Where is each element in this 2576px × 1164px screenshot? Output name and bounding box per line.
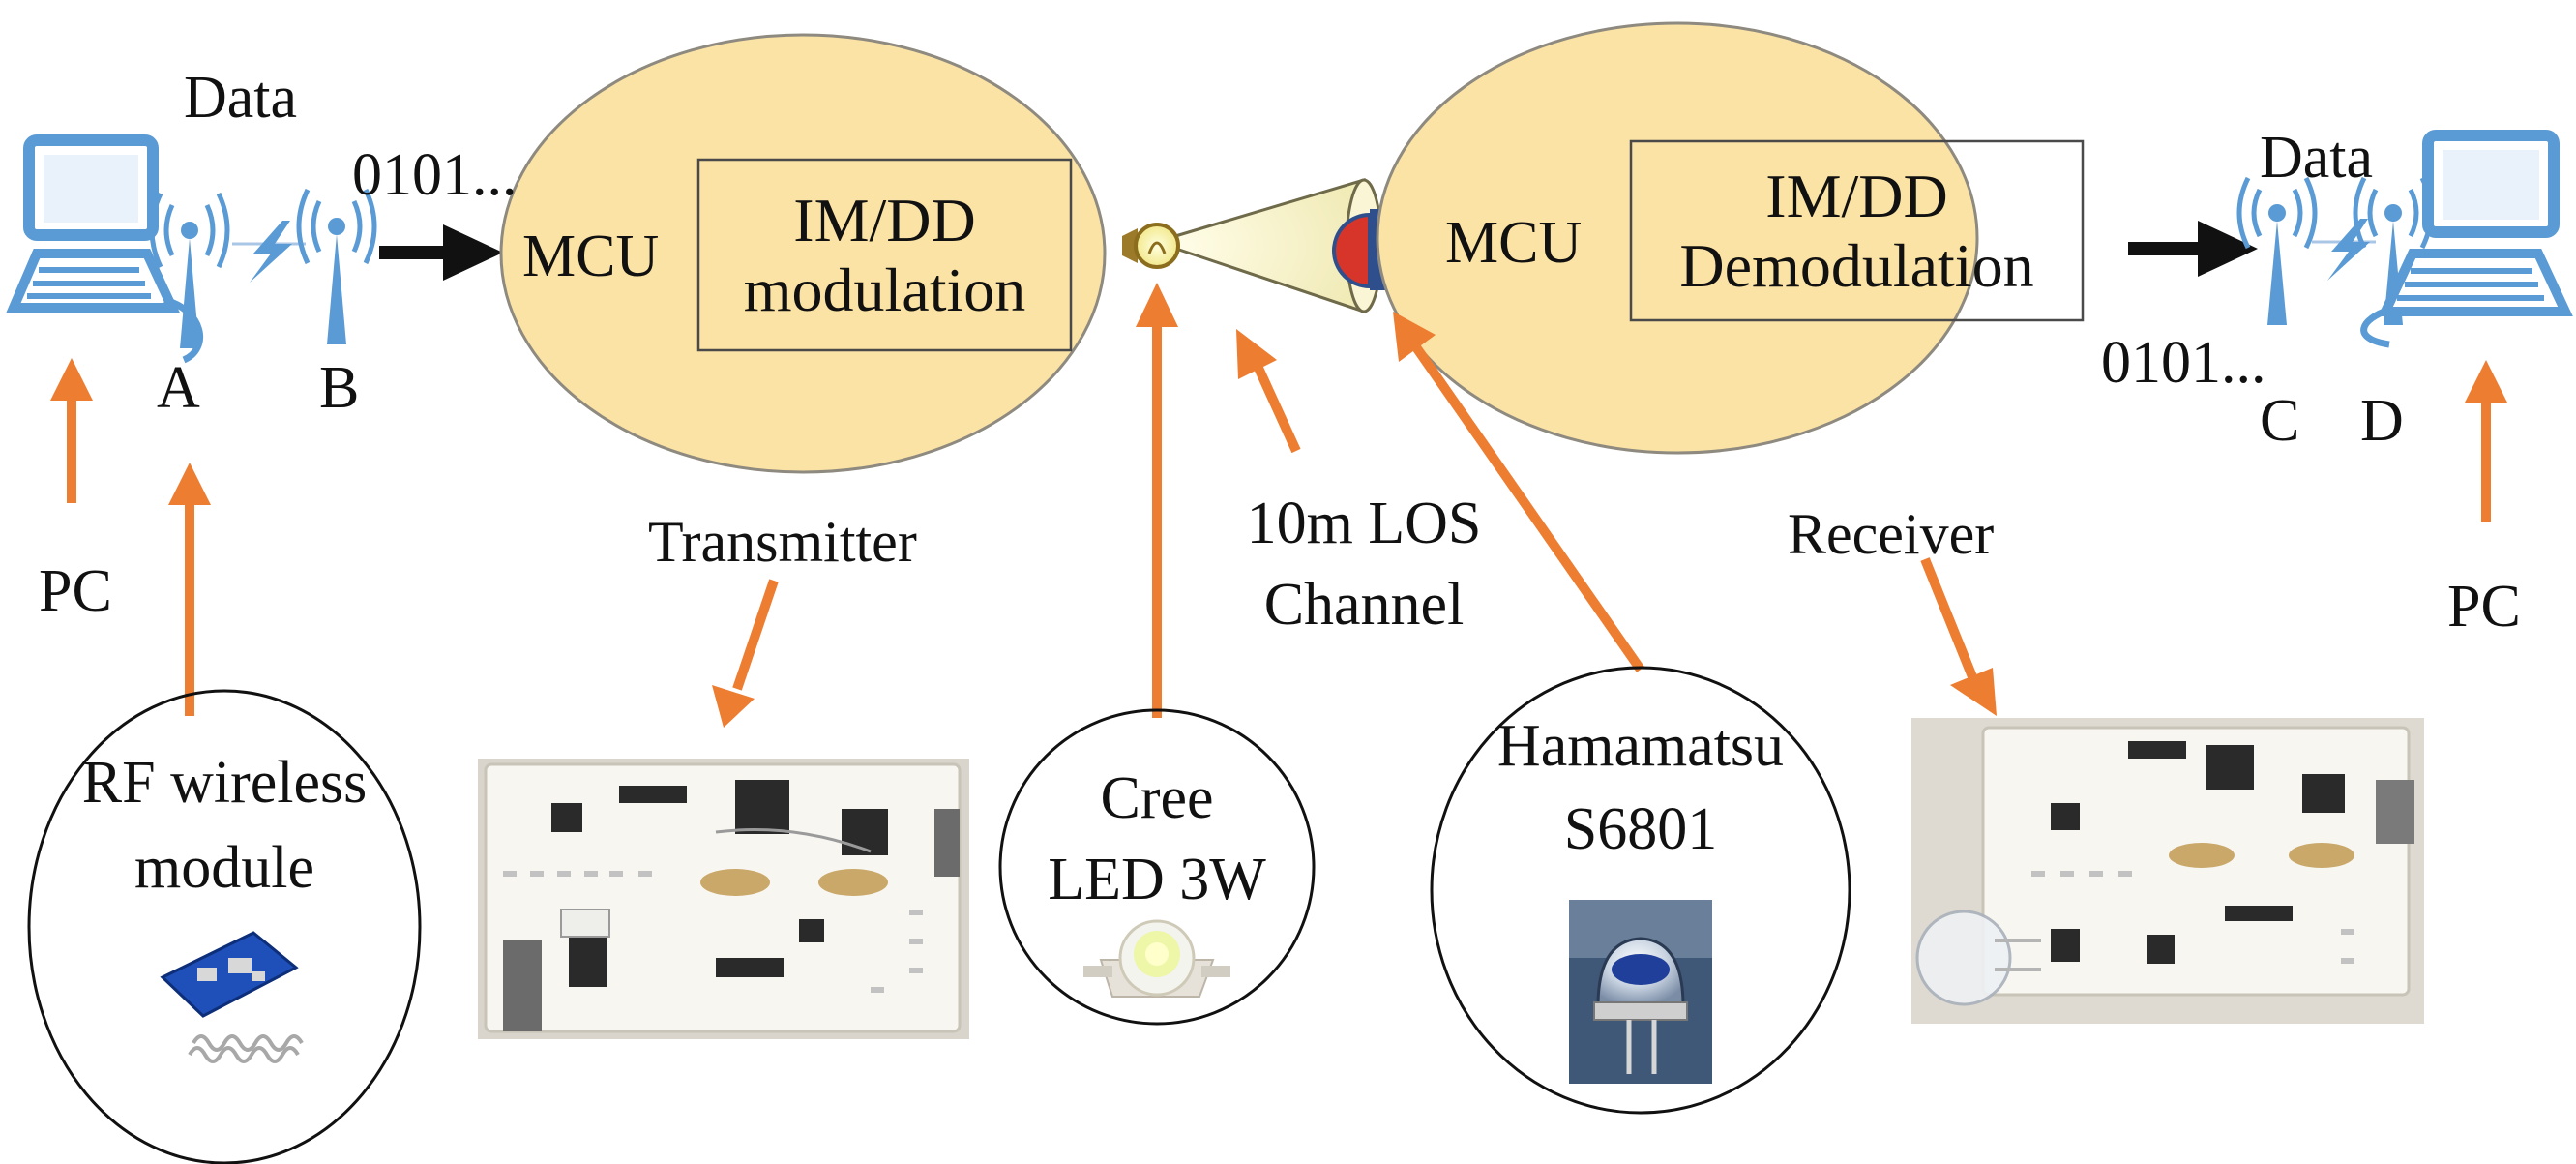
data-arrow-right: [2128, 221, 2258, 277]
hamamatsu-line2: S6801: [1563, 796, 1718, 862]
computer-icon-left: [6, 134, 203, 364]
led-line1: Cree: [1100, 765, 1214, 831]
receiver-caption: Receiver: [1788, 502, 1995, 566]
left-pc-label: PC: [39, 558, 112, 624]
left-bits-label: 0101...: [352, 142, 518, 208]
right-pc-label: PC: [2447, 574, 2521, 640]
receiver-ellipse: [1376, 21, 1979, 455]
node-c-label: C: [2260, 388, 2300, 454]
transmitter-mcu-label: MCU: [522, 224, 660, 289]
antenna-icon-b: [296, 188, 377, 344]
led-line2: LED 3W: [1048, 847, 1266, 912]
demodulation-line2: Demodulation: [1679, 230, 2034, 300]
right-bits-label: 0101...: [2101, 330, 2266, 396]
rf-module-line1: RF wireless: [81, 750, 368, 816]
channel-line2: Channel: [1263, 572, 1465, 638]
left-data-label: Data: [184, 65, 298, 131]
antenna-icon-c: [2236, 176, 2318, 325]
demodulation-box: [1629, 139, 2085, 322]
data-arrow-left: [379, 224, 503, 281]
led-3w-photo: [1083, 919, 1230, 998]
modulation-box-text: IM/DD modulation: [698, 160, 1071, 350]
lightning-icon-right: [2327, 219, 2370, 281]
demodulation-box-text: IM/DD Demodulation: [1631, 141, 2083, 320]
receiver-mcu-label: MCU: [1445, 210, 1583, 276]
photodiode-circle: [1430, 666, 1851, 1115]
computer-icon-right: [2360, 130, 2573, 348]
led-circle: [998, 708, 1316, 1026]
transmitter-caption: Transmitter: [648, 510, 917, 574]
right-data-label: Data: [2260, 125, 2374, 191]
rf-module-line2: module: [134, 835, 314, 901]
modulation-box: [696, 158, 1073, 352]
lightning-icon-left: [250, 221, 292, 283]
node-a-label: A: [157, 355, 200, 421]
node-b-label: B: [319, 355, 360, 421]
photodiode-photo: [1569, 900, 1712, 1084]
hamamatsu-line1: Hamamatsu: [1496, 713, 1785, 779]
led-bulb-icon: [1122, 177, 1383, 314]
transmitter-board-photo: [478, 759, 969, 1039]
orange-pointer-arrows: [50, 283, 2507, 728]
rf-module-circle: [27, 689, 422, 1164]
transmitter-ellipse: [499, 33, 1107, 474]
modulation-line2: modulation: [743, 254, 1026, 324]
modulation-line1: IM/DD: [793, 185, 976, 254]
receiver-board-photo: [1911, 718, 2424, 1024]
rf-module-photo: [145, 927, 319, 1070]
antenna-icon-a: [149, 192, 230, 348]
demodulation-line1: IM/DD: [1765, 161, 1948, 230]
channel-line1: 10m LOS: [1246, 491, 1482, 556]
node-d-label: D: [2360, 388, 2404, 454]
